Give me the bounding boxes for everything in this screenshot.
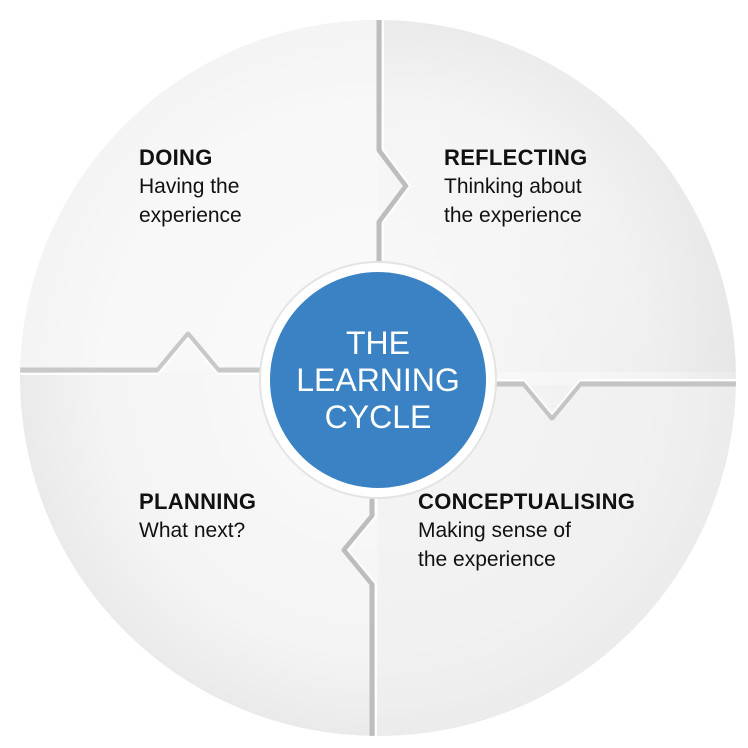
seam-left	[20, 331, 262, 373]
conceptualising-desc-line-1: Making sense of	[418, 519, 571, 542]
reflecting-desc-line-2: the experience	[444, 204, 582, 227]
seam-top	[376, 20, 409, 272]
hub-circle	[270, 272, 486, 488]
seam-bottom	[341, 488, 375, 736]
center-title: THE LEARNING CYCLE	[270, 272, 486, 488]
reflecting-desc-line-1: Thinking about	[444, 175, 582, 198]
doing-desc-line-1: Having the	[139, 175, 240, 198]
quadrant-planning: PLANNING What next?	[139, 488, 256, 545]
center-line-1: THE	[346, 324, 410, 361]
doing-desc-line-2: experience	[139, 204, 242, 227]
conceptualising-title: CONCEPTUALISING	[418, 489, 636, 514]
conceptualising-desc-line-2: the experience	[418, 548, 556, 571]
center-line-3: CYCLE	[324, 398, 432, 435]
reflecting-title: REFLECTING	[444, 145, 588, 170]
doing-title: DOING	[139, 145, 213, 170]
seam-right	[488, 381, 736, 421]
quadrant-conceptualising: CONCEPTUALISING Making sense of the expe…	[418, 488, 635, 574]
planning-desc-line-1: What next?	[139, 519, 246, 542]
quadrant-reflecting: REFLECTING Thinking about the experience	[444, 144, 588, 230]
planning-title: PLANNING	[139, 489, 257, 514]
quadrant-doing: DOING Having the experience	[139, 144, 242, 230]
center-line-2: LEARNING	[296, 361, 460, 398]
